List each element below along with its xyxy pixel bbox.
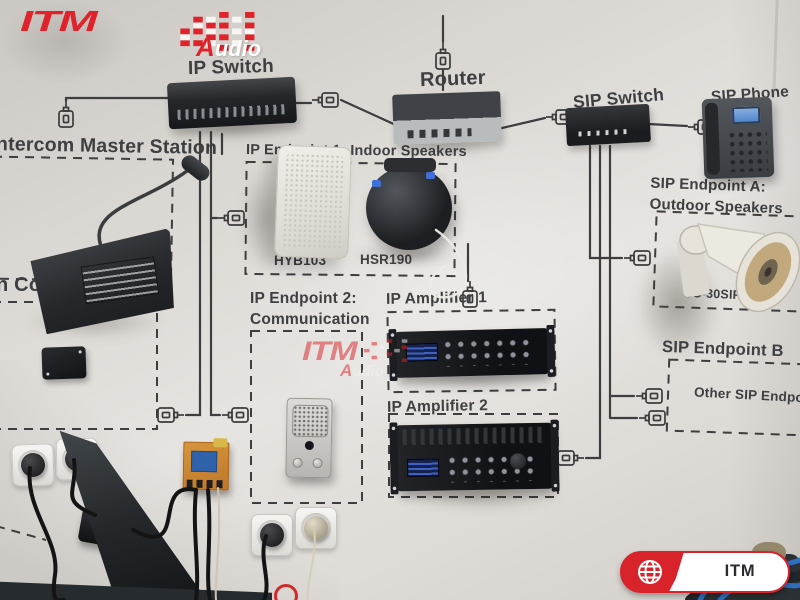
floor-logo-fragment: [274, 584, 298, 600]
watermark-itm-text: ITM: [302, 336, 358, 366]
rj45-plug-icon: [635, 388, 663, 404]
label-ip-endpoint2-line1: IP Endpoint 2:: [250, 290, 357, 307]
zone-box-sip-endpoint-b: [665, 358, 800, 437]
horn-speaker-sc30sip: [668, 210, 800, 325]
rack-ear: [389, 422, 399, 495]
rj45-plug-icon: [435, 42, 451, 70]
label-ip-amplifier2: IP Amplifier 2: [386, 397, 489, 416]
router-device: [392, 91, 502, 145]
zone-box-ip-amplifier1: [386, 308, 557, 394]
equalizer-bars-icon: [364, 339, 408, 362]
dashed-segment: [0, 526, 47, 541]
label-ip-endpoint2: IP Endpoint 2: Communication: [250, 288, 370, 330]
itm-watermark: ITM Audio: [302, 336, 422, 386]
door-intercom-panel: [285, 397, 333, 479]
intercom-grille: [292, 404, 329, 438]
label-router: Router: [419, 66, 487, 92]
amp-knobs: [447, 454, 541, 483]
logo-itm-text: ITM: [20, 6, 98, 38]
rj45-plug-icon: [638, 410, 666, 426]
power-plug: [20, 452, 46, 478]
speaker-grille: [282, 153, 344, 251]
label-ip-endpoint2-line2: Communication: [250, 311, 370, 328]
speaker-flange: [384, 158, 436, 172]
label-ip-amplifier1: IP Amplifier 1: [385, 289, 488, 308]
zone-box-control: [0, 301, 158, 430]
rack-ear: [550, 419, 560, 492]
rj45-plug-icon: [217, 210, 245, 226]
phone-handset: [704, 102, 721, 176]
phone-keypad: [728, 130, 769, 173]
intercom-button: [292, 457, 303, 468]
logo-audio-text: Audio: [196, 32, 262, 62]
pcb-ports: [186, 479, 223, 489]
label-hsr190: HSR190: [360, 252, 413, 267]
switch-ports: [177, 104, 286, 120]
horn-speaker-drawing: [676, 223, 800, 313]
globe-icon: [638, 560, 662, 584]
equalizer-bars-icon: [180, 12, 255, 51]
mount-clip: [372, 180, 381, 187]
sip-phone-device: [701, 96, 775, 180]
itm-audio-logo: ITM Audio: [20, 6, 310, 72]
pcb-connector: [213, 438, 228, 448]
router-ports: [407, 128, 472, 139]
ip-switch-device: [166, 76, 298, 130]
intercom-button: [312, 458, 323, 469]
wall-socket: [251, 514, 293, 556]
watermark-audio-text: Audio: [340, 361, 384, 380]
controller-pcb-board: [182, 438, 230, 491]
phone-screen: [731, 106, 761, 125]
connection-lines: [64, 14, 689, 460]
sip-switch-device: [565, 103, 651, 147]
pcb-chip: [190, 450, 218, 473]
speaker-can: [366, 166, 452, 250]
itm-audio-badge: ITM AUDIO: [620, 551, 790, 600]
rj45-plug-icon: [157, 407, 185, 423]
ceiling-speaker-hsr190: [362, 158, 454, 252]
zone-box-sip-endpoint-a: [652, 210, 800, 313]
intercom-camera: [304, 440, 314, 451]
intercom-master-station-device: [25, 152, 220, 335]
gooseneck-mic: [97, 169, 189, 256]
console-screen: [81, 256, 160, 304]
wall-speaker-hyb103: [274, 144, 352, 260]
rj45-plug-icon: [623, 250, 651, 266]
amp-knobs: [443, 338, 537, 367]
power-plug: [304, 516, 328, 540]
amp-vents: [402, 426, 543, 446]
wall-socket: [11, 443, 55, 487]
rack-ear: [546, 324, 556, 378]
zone-box-ip-endpoint2: [250, 330, 363, 504]
switch-leds: [578, 128, 631, 137]
rj45-plug-icon: [58, 100, 74, 128]
ip-amplifier2-device: [389, 419, 560, 495]
led-dot: [46, 372, 50, 376]
led-dot: [78, 350, 82, 354]
rj45-plug-icon: [221, 407, 249, 423]
mount-clip: [426, 172, 435, 179]
control-relay-module: [41, 346, 87, 380]
badge-label: ITM AUDIO: [711, 562, 767, 600]
wall-socket: [295, 507, 337, 549]
rj45-plug-icon: [311, 92, 339, 108]
amp-display: [407, 458, 440, 478]
rj45-plug-icon: [557, 450, 585, 466]
power-plug: [260, 523, 284, 547]
